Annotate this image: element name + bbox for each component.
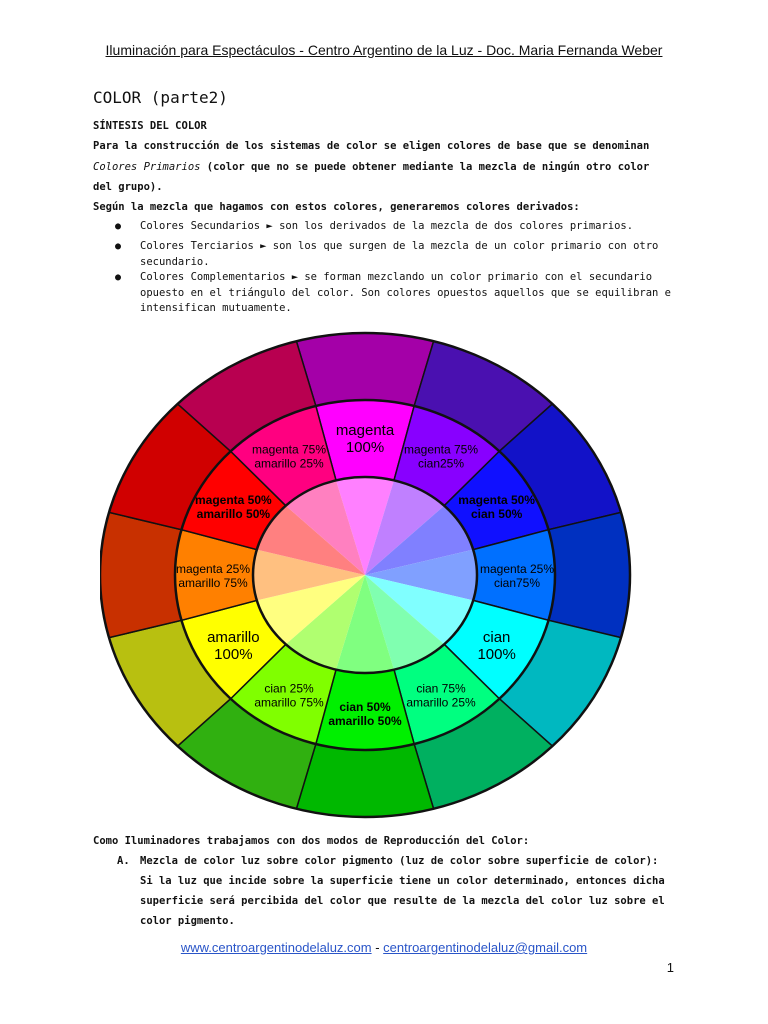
email-link[interactable]: centroargentinodelaluz@gmail.com (383, 940, 588, 955)
wheel-inner-segment (256, 505, 365, 575)
wheel-outer-segment (295, 743, 435, 818)
wheel-outer-segment (295, 332, 435, 407)
wheel-inner-segment (285, 575, 365, 670)
footer-separator: - (371, 940, 384, 955)
paragraph-1-line-2: Colores Primarios (color que no se puede… (93, 157, 649, 177)
wheel-label-line-2: cian 50% (471, 507, 523, 521)
wheel-inner-segment (365, 575, 474, 645)
wheel-label-line-1: magenta 50% (458, 493, 535, 507)
wheel-label-line-1: cian 50% (339, 700, 391, 714)
wheel-label-line-2: 100% (214, 646, 252, 663)
wheel-segment-label: magenta 75%cian25% (404, 442, 478, 470)
wheel-label-line-1: magenta 25% (480, 562, 554, 576)
wheel-label-line-1: cian 25% (264, 682, 314, 696)
section-heading: SÍNTESIS DEL COLOR (93, 120, 207, 132)
bullet-item-complementary: Colores Complementarios ► se forman mezc… (140, 271, 672, 314)
wheel-label-line-1: magenta 25% (176, 562, 250, 576)
list-a-line-1: Mezcla de color luz sobre color pigmento… (140, 855, 659, 867)
wheel-segment-label: cian 25%amarillo 75% (254, 682, 324, 710)
bullet-item-secondary: Colores Secundarios ► son los derivados … (140, 220, 634, 232)
wheel-label-line-1: cian 75% (416, 682, 466, 696)
document-header: Iluminación para Espectáculos - Centro A… (105, 42, 663, 58)
wheel-label-line-2: 100% (346, 439, 384, 456)
wheel-label-line-2: cian25% (418, 456, 464, 470)
wheel-label-line-2: cian75% (494, 576, 540, 590)
wheel-inner-segment (336, 477, 394, 575)
primary-colors-term: Colores Primarios (93, 161, 201, 173)
wheel-outer-segment (547, 511, 631, 639)
wheel-label-line-2: amarillo 50% (197, 507, 271, 521)
paragraph-1-line-2-rest: (color que no se puede obtener mediante … (200, 161, 650, 173)
website-link[interactable]: www.centroargentinodelaluz.com (180, 940, 372, 955)
document-footer: www.centroargentinodelaluz.com - centroa… (0, 940, 768, 955)
wheel-label-line-2: amarillo 25% (406, 696, 476, 710)
wheel-ring-outline-mid (173, 398, 557, 752)
wheel-label-line-2: amarillo 75% (178, 576, 248, 590)
document-title: COLOR (parte2) (93, 88, 228, 107)
wheel-segment-label: cian 50%amarillo 50% (328, 700, 402, 728)
wheel-inner-segment (365, 575, 445, 670)
list-marker-a: A. (117, 855, 130, 867)
wheel-label-line-1: amarillo (207, 629, 260, 646)
wheel-inner-segment (285, 480, 365, 575)
wheel-segment-label: magenta 25%amarillo 75% (176, 562, 250, 590)
wheel-label-line-1: magenta 50% (195, 493, 272, 507)
wheel-inner-segment (336, 575, 394, 673)
wheel-ring-outline-outer (100, 331, 632, 819)
wheel-label-line-2: amarillo 25% (254, 456, 324, 470)
bullet-icon: ● (115, 241, 122, 252)
list-a-line-2: Si la luz que incide sobre la superficie… (140, 875, 665, 887)
wheel-label-line-1: cian (483, 629, 511, 646)
bullet-icon: ● (115, 272, 122, 283)
wheel-label-line-1: magenta (336, 422, 395, 439)
paragraph-1-line-3: del grupo). (93, 181, 163, 193)
wheel-inner-segment (365, 480, 445, 575)
wheel-outer-segment (100, 511, 183, 639)
paragraph-3: Como Iluminadores trabajamos con dos mod… (93, 835, 530, 847)
wheel-label-line-1: magenta 75% (404, 442, 478, 456)
wheel-inner-segment (256, 575, 365, 645)
wheel-segment-label: magenta 50%amarillo 50% (195, 493, 272, 521)
wheel-segment-label: magenta 50%cian 50% (458, 493, 535, 521)
wheel-segment-label: magenta 25%cian75% (480, 562, 554, 590)
wheel-segment-label: cian 75%amarillo 25% (406, 682, 476, 710)
wheel-segment-label: magenta 75%amarillo 25% (252, 442, 326, 470)
paragraph-2: Según la mezcla que hagamos con estos co… (93, 201, 580, 213)
wheel-inner-segment (253, 549, 365, 601)
bullet-icon: ● (115, 221, 122, 232)
bullet-item-tertiary: Colores Terciarios ► son los que surgen … (140, 240, 659, 268)
list-a-line-4: color pigmento. (140, 915, 235, 927)
list-a-line-3: superficie será percibida del color que … (140, 895, 665, 907)
wheel-inner-segment (365, 549, 477, 601)
wheel-label-line-2: amarillo 50% (328, 714, 402, 728)
paragraph-1-line-1: Para la construcción de los sistemas de … (93, 140, 650, 152)
wheel-inner-segment (365, 505, 474, 575)
wheel-label-line-2: amarillo 75% (254, 696, 324, 710)
wheel-label-line-1: magenta 75% (252, 442, 326, 456)
wheel-ring-outline-inner (251, 475, 479, 675)
page-number: 1 (666, 960, 674, 975)
wheel-label-line-2: 100% (477, 646, 515, 663)
